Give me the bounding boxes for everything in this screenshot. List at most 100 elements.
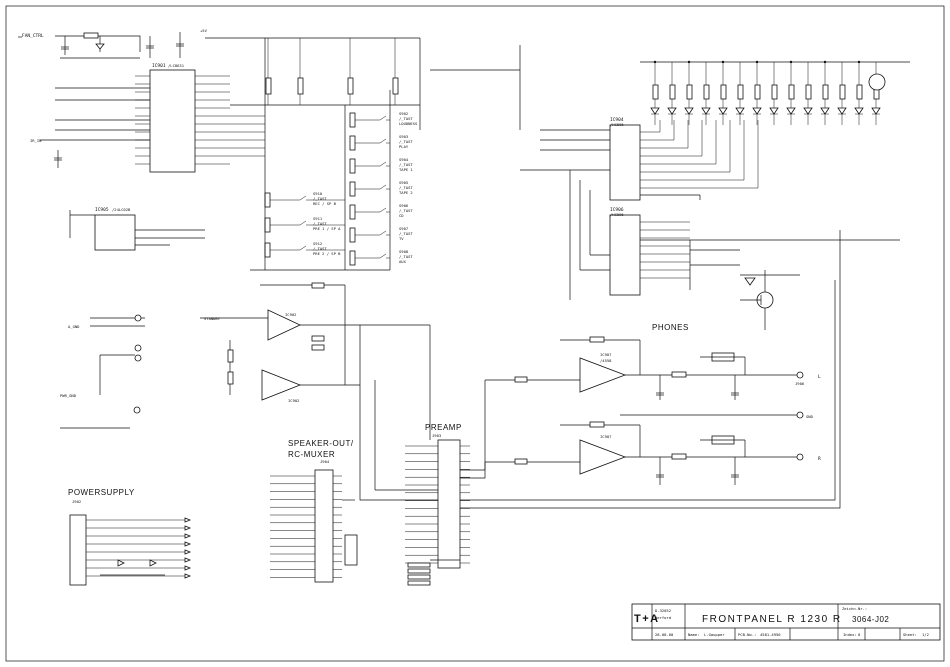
switch-ref: S907 (399, 226, 408, 231)
led-d901 (650, 107, 660, 115)
top-resistor-array (230, 38, 420, 106)
switch-series-resistor (264, 217, 271, 233)
resistor-r902 (297, 77, 304, 95)
switch-type: /_TAST (399, 208, 413, 213)
led-d903 (684, 107, 694, 115)
ic905-eeprom: IC905 /24LC02B (69, 207, 205, 251)
switch-type: /_TAST (313, 221, 327, 226)
switch-ref: S904 (399, 157, 409, 162)
led-resistor (754, 84, 761, 100)
ic901-microcontroller: IC901 /LC8631 (149, 63, 196, 173)
powersupply-pins (86, 517, 192, 579)
ps-net-flag (184, 573, 192, 579)
switch-type: /_TAST (399, 185, 413, 190)
led-d911 (820, 107, 830, 115)
ic905-ref: IC905 (95, 207, 109, 213)
switch-name: PRE 2 / SP B (313, 251, 341, 256)
switch-contact (379, 161, 387, 167)
preamp-pins (405, 445, 470, 586)
led-d904 (701, 107, 711, 115)
led-resistor (703, 84, 710, 100)
switch-contact (299, 195, 307, 201)
drawing-no-label: Zeichn.Nr.: (842, 606, 867, 611)
drafter-name: L.Gaupper (704, 632, 725, 637)
title-block: T+A D-32052 Herford FRONTPANEL R 1230 R … (631, 603, 941, 641)
resistor-r904 (392, 77, 399, 95)
decoupling-caps-top: +5V (146, 28, 420, 58)
led-resistor (652, 84, 659, 100)
ps-diode-d913 (117, 559, 125, 567)
switch-ref: S902 (399, 111, 408, 116)
drawing-title: FRONTPANEL R 1230 R (702, 614, 842, 625)
j902-ref: J902 (72, 499, 81, 504)
powersupply-label: POWERSUPPLY (68, 488, 135, 497)
ic907-part-a: /4558 (600, 358, 612, 363)
j904-ref: J904 (320, 459, 330, 464)
switch-name: PRE 1 / SP A (313, 226, 341, 231)
pcb-label: PCB-No.: (738, 632, 756, 637)
led-d914 (871, 107, 881, 115)
switch-contact (379, 115, 387, 121)
left-input-block: IR_IN (30, 87, 150, 168)
led-resistor (771, 84, 778, 100)
sheet-label: Sheet: (903, 632, 917, 637)
led-driver-transistor (868, 73, 886, 91)
ps-net-flag (184, 557, 192, 563)
switch-series-resistor (264, 192, 271, 208)
ic907-ref-b: IC907 (600, 434, 611, 439)
junction-dot (823, 60, 827, 64)
switch-name: LOUDNESS (399, 121, 418, 126)
switch-series-resistor (349, 135, 356, 151)
out-l-label: L (818, 374, 821, 380)
drawing-number: 3064-J02 (852, 615, 889, 624)
switch-type: /_TAST (313, 196, 327, 201)
resistor-r901 (265, 77, 272, 95)
switch-type: /_TAST (399, 231, 413, 236)
index-value: 0 (858, 632, 861, 637)
resistor-r903 (347, 77, 354, 95)
preamp-resistor (407, 574, 431, 580)
switch-contact (379, 184, 387, 190)
led-d905 (718, 107, 728, 115)
company-address-1: D-32052 (655, 608, 671, 613)
switch-series-resistor (349, 158, 356, 174)
led-resistor (805, 84, 812, 100)
switch-series-resistor (349, 181, 356, 197)
switch-name: REC / SP B (313, 201, 337, 206)
vcc-label-top: +5V (200, 28, 208, 33)
ps-net-flag (184, 549, 192, 555)
junction-dot (653, 60, 657, 64)
switch-type: /_TAST (399, 162, 413, 167)
led-d902 (667, 107, 677, 115)
ic905-part: /24LC02B (112, 207, 131, 212)
preamp-resistor (407, 568, 431, 574)
ps-net-flag (184, 533, 192, 539)
junction-dot (857, 60, 861, 64)
switch-contact (379, 138, 387, 144)
preamp-resistor (407, 580, 431, 586)
speaker-out-label-2: RC-MUXER (288, 450, 335, 459)
switch-type: /_TAST (399, 139, 413, 144)
ps-net-flag (184, 541, 192, 547)
switch-ref: S906 (399, 203, 409, 208)
speaker-out-label-1: SPEAKER-OUT/ (288, 439, 354, 448)
switch-name: AUX (399, 259, 407, 264)
preamp-resistor (407, 562, 431, 568)
switch-name: TAPE 2 (399, 190, 413, 195)
led-resistor (720, 84, 727, 100)
net-ir-in: IR_IN (30, 138, 42, 143)
switch-type: /_TAST (313, 246, 327, 251)
switch-name: PLAY (399, 144, 409, 149)
preamp-connector: PREAMP J903 (425, 423, 461, 569)
switch-type: /_TAST (399, 116, 413, 121)
phones-amplifier: PHONES IC907 IC907 /4558 (485, 323, 821, 485)
phones-gnd-label: GND (806, 414, 814, 419)
pcb-number: 4581-4956 (760, 632, 781, 637)
ic904-part: /HC595 (610, 122, 624, 127)
signal-buses (250, 38, 841, 509)
led-resistor (788, 84, 795, 100)
led-d908 (769, 107, 779, 115)
ic901-part: /LC8631 (168, 63, 185, 68)
